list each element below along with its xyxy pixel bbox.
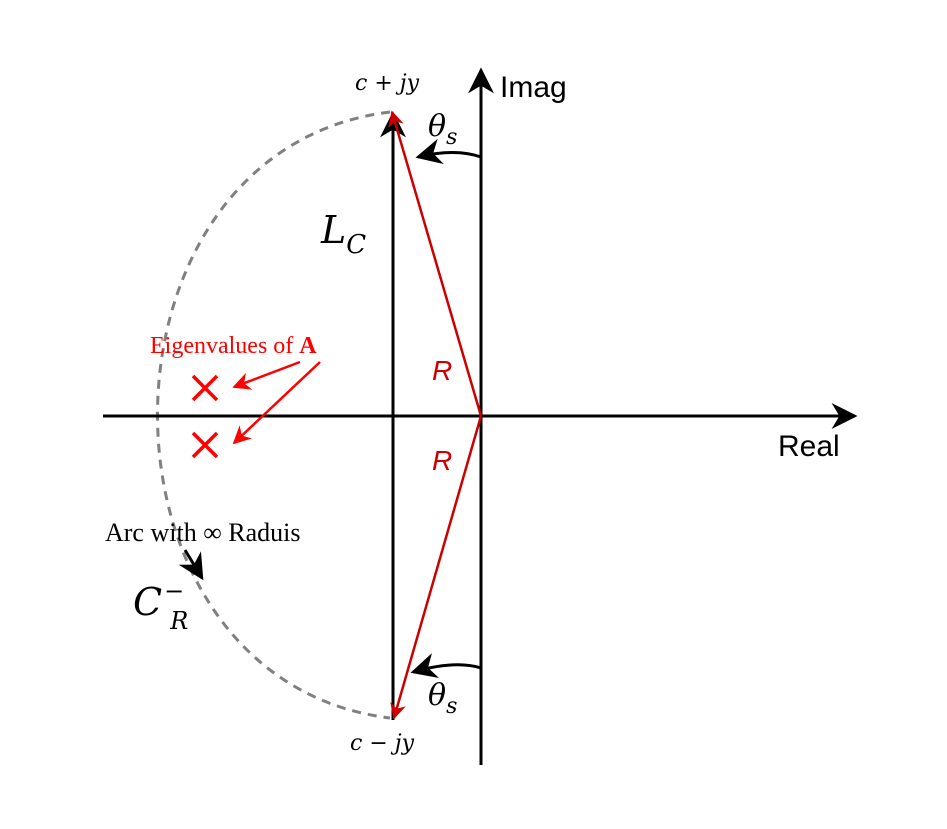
eigen-pointer-lower xyxy=(232,361,321,445)
theta-bottom-label: θs xyxy=(428,678,457,719)
arc-name-label: C−R xyxy=(133,577,188,635)
radius-line-upper xyxy=(388,110,483,417)
real-axis-label: Real xyxy=(778,430,840,463)
arc-note-pointer xyxy=(178,549,204,581)
theta-top-label: θs xyxy=(428,109,457,150)
radius-line-lower xyxy=(390,415,483,720)
imag-axis-label: Imag xyxy=(500,71,567,104)
radius-lower-label: R xyxy=(432,445,452,476)
angle-arc-top xyxy=(415,138,482,165)
eigenvalue-marker-lower xyxy=(191,431,219,459)
radius-upper-label: R xyxy=(432,355,452,386)
eigenvalue-marker-upper xyxy=(191,374,219,402)
top-point-label: c + jy xyxy=(355,71,420,96)
eigen-pointer-upper xyxy=(232,360,301,390)
contour-line-label: LC xyxy=(320,208,366,260)
bottom-point-label: c − jy xyxy=(350,731,415,756)
arc-note-label: Arc with ∞ Raduis xyxy=(105,518,300,547)
angle-arc-bottom xyxy=(410,653,482,679)
eigenvalues-label: Eigenvalues of A xyxy=(150,333,317,359)
